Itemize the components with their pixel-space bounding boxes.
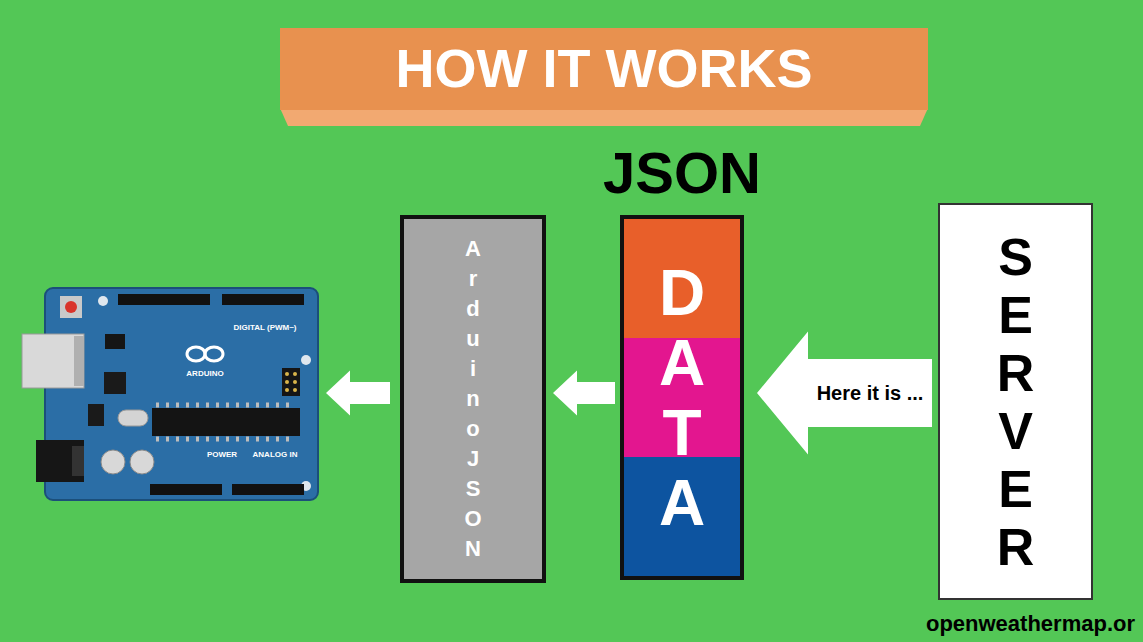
flow-arrow [553, 371, 615, 416]
board-label: DIGITAL (PWM~) [233, 323, 296, 332]
usb-port [22, 334, 84, 388]
title-banner: HOW IT WORKS [280, 28, 928, 110]
microcontroller [152, 408, 300, 436]
header-pin [293, 388, 297, 392]
arduino-logo [187, 347, 205, 361]
capacitor [101, 450, 125, 474]
reset-base [60, 296, 82, 318]
mounting-hole [301, 355, 311, 365]
voltage-regulator [88, 404, 104, 426]
flow-arrow [757, 332, 932, 455]
arduino-board [22, 288, 318, 500]
flow-arrow [326, 371, 390, 416]
banner-shadow [280, 108, 928, 126]
arduino-board: DIGITAL (PWM~) ARDUINO POWER ANALOG IN [20, 286, 320, 502]
pin-header [222, 294, 304, 305]
board-label: POWER [207, 450, 237, 459]
crystal [118, 410, 148, 426]
header-pin [293, 372, 297, 376]
pin-header [118, 294, 210, 305]
header-pin [285, 372, 289, 376]
server-name: SERVER [993, 228, 1037, 576]
source-watermark: openweathermap.or [926, 611, 1135, 637]
board-logo-text: ARDUINO [186, 369, 223, 378]
pin-header [232, 484, 304, 495]
power-jack-side [72, 446, 84, 476]
chip-legs [156, 437, 296, 442]
icsp-header [105, 334, 125, 349]
arrow-label: Here it is ... [815, 381, 926, 405]
pin-header [150, 484, 222, 495]
library-box: ArduinoJSON [400, 215, 546, 583]
board-label: ANALOG IN [253, 450, 298, 459]
library-name: ArduinoJSON [464, 234, 483, 564]
usb-chip [104, 372, 126, 394]
capacitor [130, 450, 154, 474]
data-letters: DATA [655, 258, 709, 538]
usb-port-side [74, 336, 84, 386]
title-text: HOW IT WORKS [396, 39, 813, 98]
data-box: JSONDATA [620, 215, 744, 580]
header-pin [285, 388, 289, 392]
format-heading: JSON [603, 144, 761, 202]
icsp-header [282, 368, 300, 396]
server-box: SERVER [938, 203, 1093, 600]
chip-legs [156, 403, 296, 408]
mounting-hole [98, 296, 108, 306]
board-body [45, 288, 318, 500]
header-pin [293, 380, 297, 384]
reset-button [65, 301, 77, 313]
header-pin [285, 380, 289, 384]
arduino-logo [205, 347, 223, 361]
power-jack [36, 440, 84, 482]
